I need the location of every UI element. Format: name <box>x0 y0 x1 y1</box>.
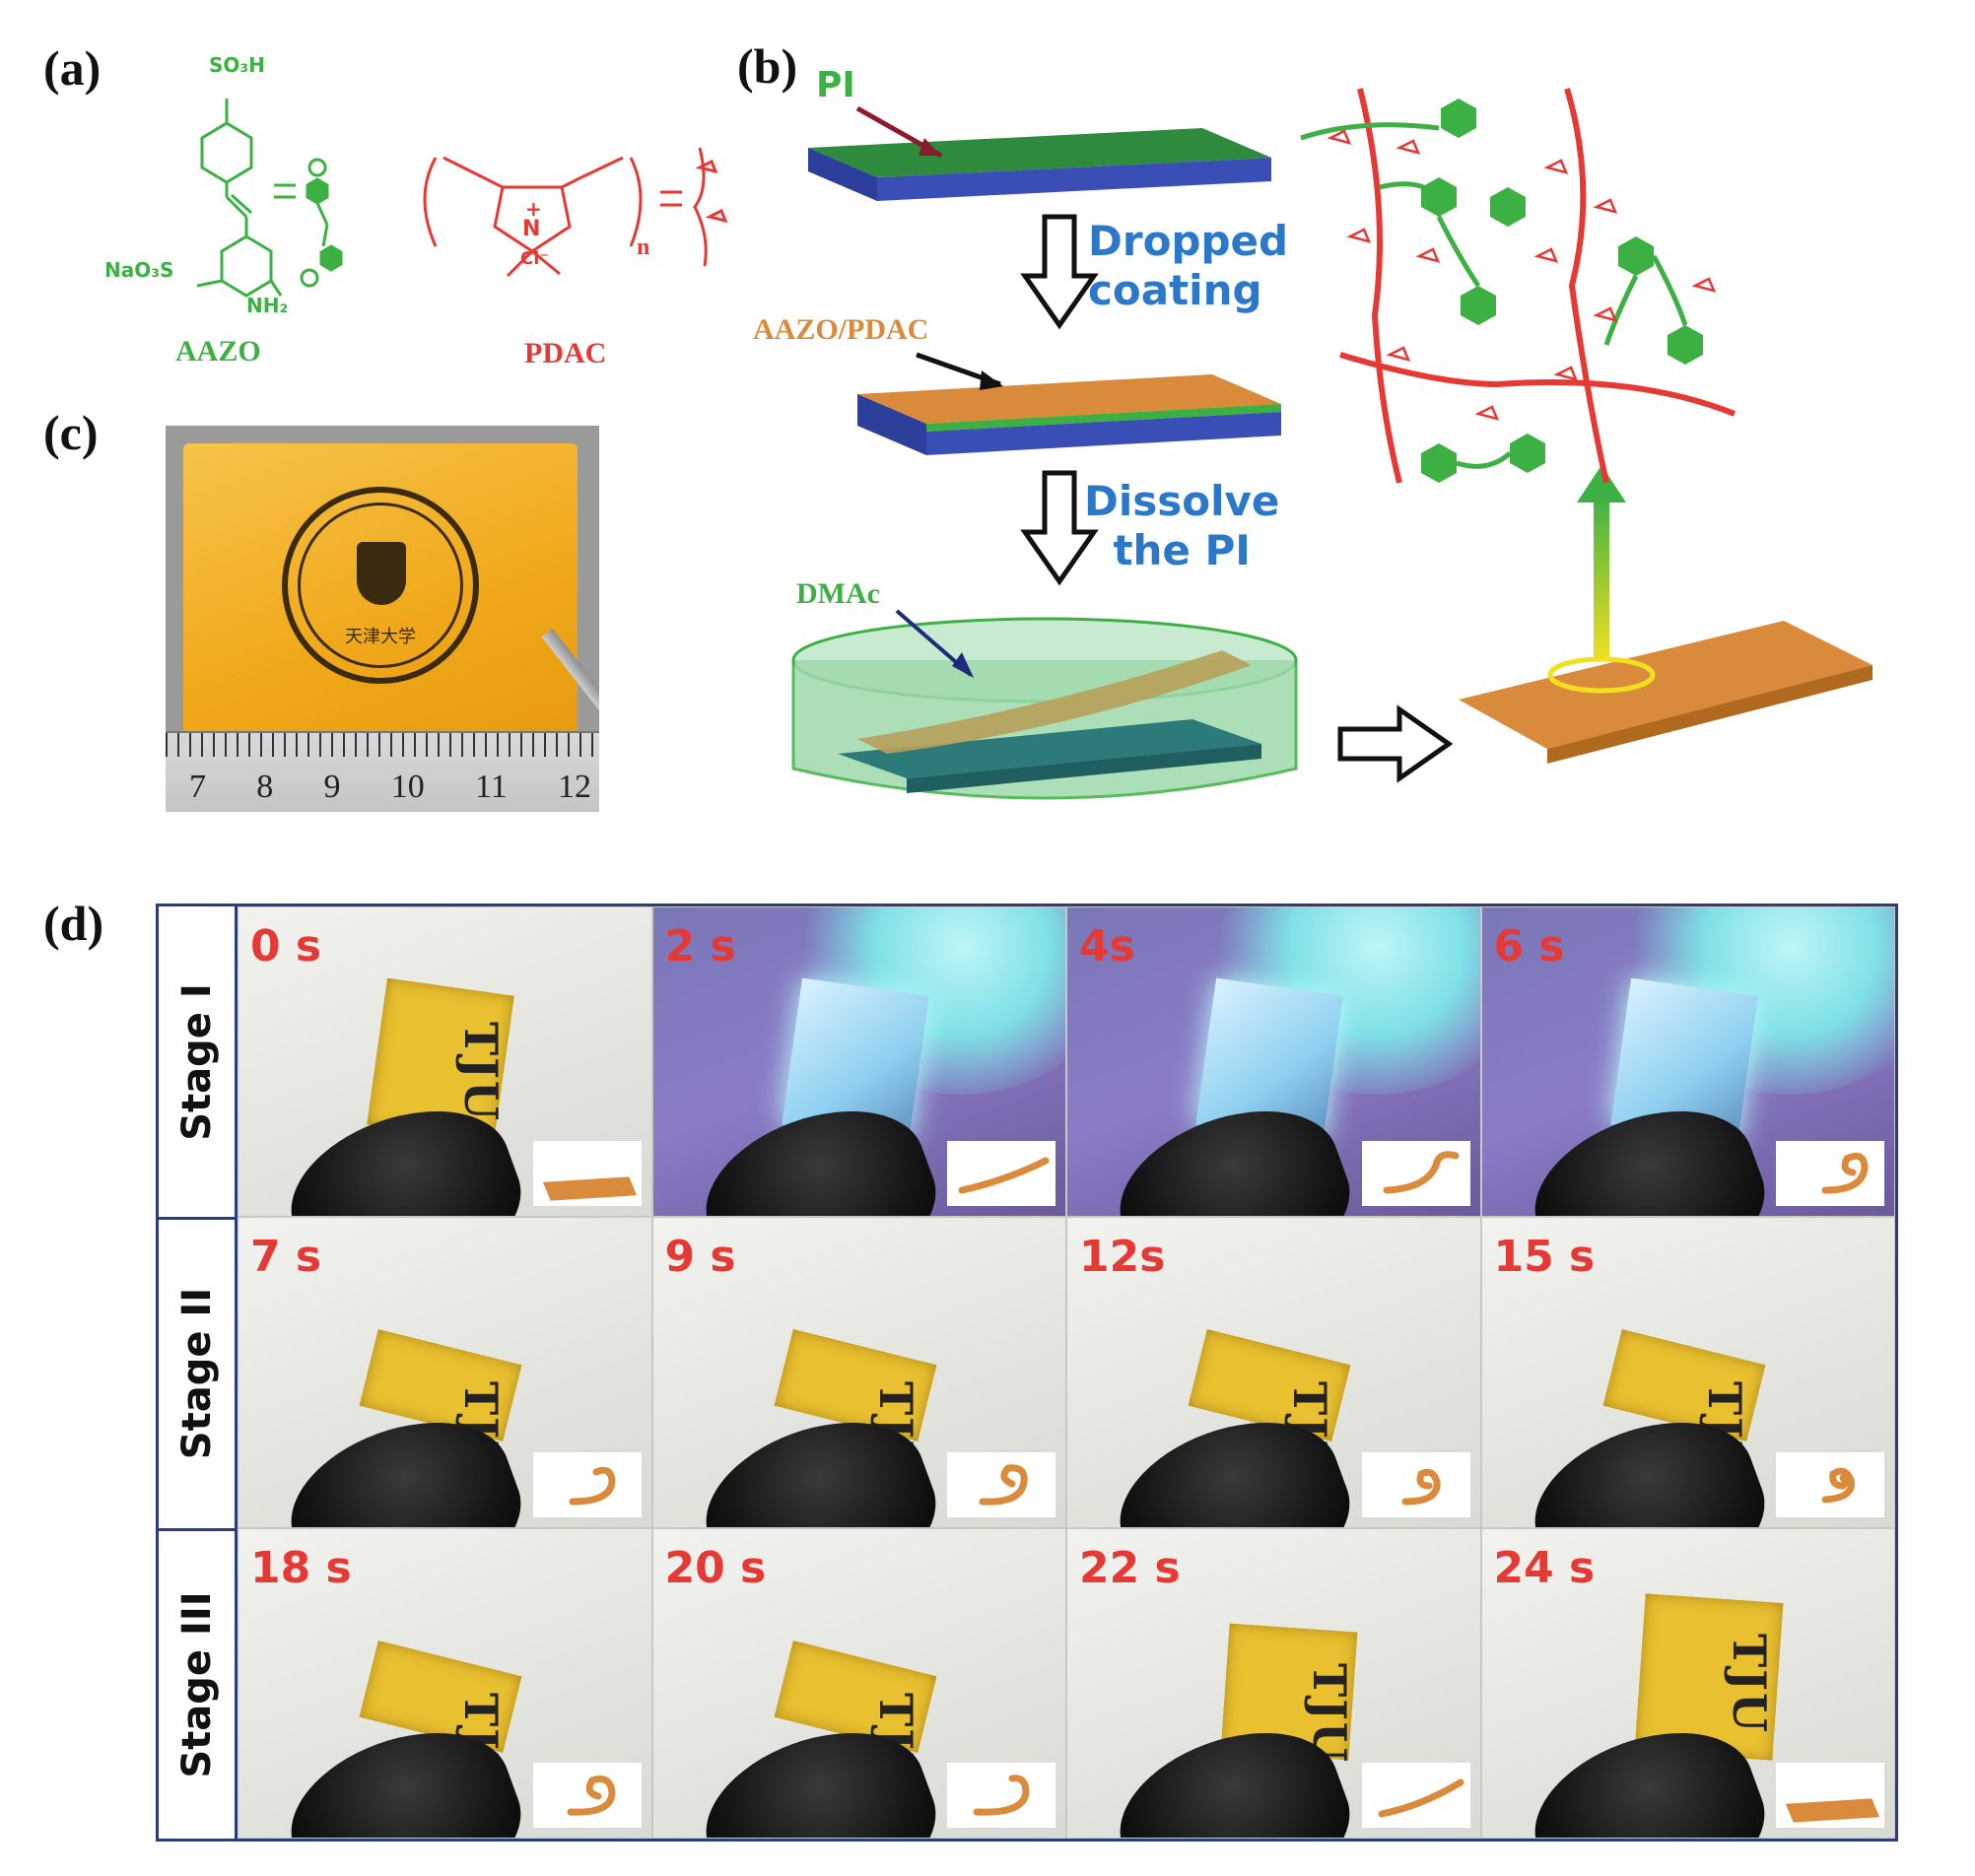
cl-label: Cl⁻ <box>520 248 549 269</box>
stage-label: Stage I <box>173 982 220 1141</box>
panel-b-label: (b) <box>737 38 798 94</box>
time-label: 12s <box>1079 1232 1166 1283</box>
curl-schematic-inset <box>1776 1141 1884 1207</box>
n-plus-label: + <box>525 197 542 221</box>
aazo-pdac-label: AAZO/PDAC <box>753 313 929 346</box>
seal-shield-icon <box>357 542 406 605</box>
video-frame: TJU12s <box>1066 1217 1481 1528</box>
stage-label-cell: Stage II <box>159 1217 238 1528</box>
process-diagram <box>791 88 1873 800</box>
curl-shape-icon <box>1821 1467 1855 1504</box>
curl-shape-icon <box>567 1776 616 1816</box>
curl-shape-icon <box>1401 1468 1441 1506</box>
video-frame: TJU9 s <box>651 1217 1066 1528</box>
n-label: N <box>522 217 541 241</box>
curl-schematic-inset <box>1361 1762 1470 1828</box>
time-label: 15 s <box>1493 1232 1596 1283</box>
curl-shape-icon <box>979 1463 1028 1506</box>
so3h-label: SO₃H <box>209 53 265 77</box>
stage-label-cell: Stage III <box>159 1527 238 1839</box>
film-photo: 天津大学 7 8 9 10 11 12 <box>166 426 599 812</box>
curl-schematic-inset <box>1776 1451 1884 1517</box>
video-frame: TJU20 s <box>651 1527 1066 1839</box>
pi-label: PI <box>816 65 855 105</box>
film-text: TJU <box>1722 1633 1776 1734</box>
university-seal: 天津大学 <box>282 487 479 684</box>
ruler-mark: 12 <box>558 769 591 805</box>
time-label: 4s <box>1079 921 1135 972</box>
nao3s-label: NaO₃S <box>104 258 174 282</box>
pdac-structure: + N Cl⁻ n PDAC <box>414 128 739 369</box>
video-frame: 4s <box>1066 906 1481 1218</box>
time-label: 0 s <box>250 921 322 972</box>
stage-label-cell: Stage I <box>159 906 238 1218</box>
time-label: 6 s <box>1493 921 1565 972</box>
film-text: TJU <box>454 1021 509 1123</box>
time-label: 9 s <box>664 1232 736 1283</box>
time-label: 22 s <box>1079 1542 1181 1593</box>
panel-c-label: (c) <box>43 405 99 460</box>
dmac-label: DMAc <box>796 577 880 610</box>
curl-schematic-inset <box>947 1451 1056 1517</box>
ruler-mark: 8 <box>256 769 274 805</box>
video-frame: TJU15 s <box>1480 1217 1895 1528</box>
time-label: 24 s <box>1493 1542 1596 1593</box>
curl-schematic-inset <box>947 1141 1056 1207</box>
ruler-mark: 9 <box>323 769 341 805</box>
curl-shape-icon <box>569 1466 616 1506</box>
curl-shape-icon <box>1821 1153 1869 1194</box>
ruler-mark: 10 <box>390 769 425 805</box>
curl-shape-icon <box>958 1157 1050 1194</box>
time-label: 18 s <box>250 1542 352 1593</box>
curl-shape-icon <box>1378 1778 1464 1818</box>
nh2-label: NH₂ <box>246 294 289 317</box>
video-frame: TJU18 s <box>238 1527 652 1839</box>
ruler-mark: 11 <box>475 769 508 805</box>
video-frame: 2 s <box>651 906 1066 1218</box>
ruler: 7 8 9 10 11 12 <box>166 731 599 812</box>
curl-schematic-inset <box>532 1141 642 1207</box>
stage-label: Stage III <box>173 1591 220 1778</box>
stage-label: Stage II <box>173 1288 220 1460</box>
seal-text: 天津大学 <box>345 627 416 647</box>
aazo-structure: SO₃H NaO₃S NH₂ AAZO <box>99 49 375 368</box>
curl-schematic-inset <box>532 1762 642 1828</box>
pdac-name: PDAC <box>524 337 607 369</box>
curl-shape-icon <box>1785 1798 1880 1823</box>
aazo-name: AAZO <box>175 335 261 368</box>
curl-schematic-inset <box>1361 1141 1470 1207</box>
curl-schematic-inset <box>532 1451 642 1517</box>
curl-schematic-inset <box>1776 1762 1884 1828</box>
video-frame: TJU 0 s <box>238 906 652 1218</box>
time-label: 2 s <box>664 921 736 972</box>
curl-schematic-inset <box>1361 1451 1470 1517</box>
curl-shape-icon <box>542 1176 637 1201</box>
video-frame: TJU 24 s <box>1480 1527 1895 1839</box>
time-label: 20 s <box>664 1542 767 1593</box>
video-frame: 6 s <box>1480 906 1895 1218</box>
curl-shape-icon <box>1383 1151 1459 1194</box>
video-frame: TJU7 s <box>238 1217 652 1528</box>
subscript-n: n <box>637 234 650 260</box>
curl-shape-icon <box>973 1775 1030 1816</box>
time-label: 7 s <box>250 1232 322 1283</box>
curl-schematic-inset <box>947 1762 1056 1828</box>
ruler-mark: 7 <box>189 769 206 805</box>
panel-a-label: (a) <box>43 40 102 96</box>
panel-d-label: (d) <box>43 896 104 951</box>
